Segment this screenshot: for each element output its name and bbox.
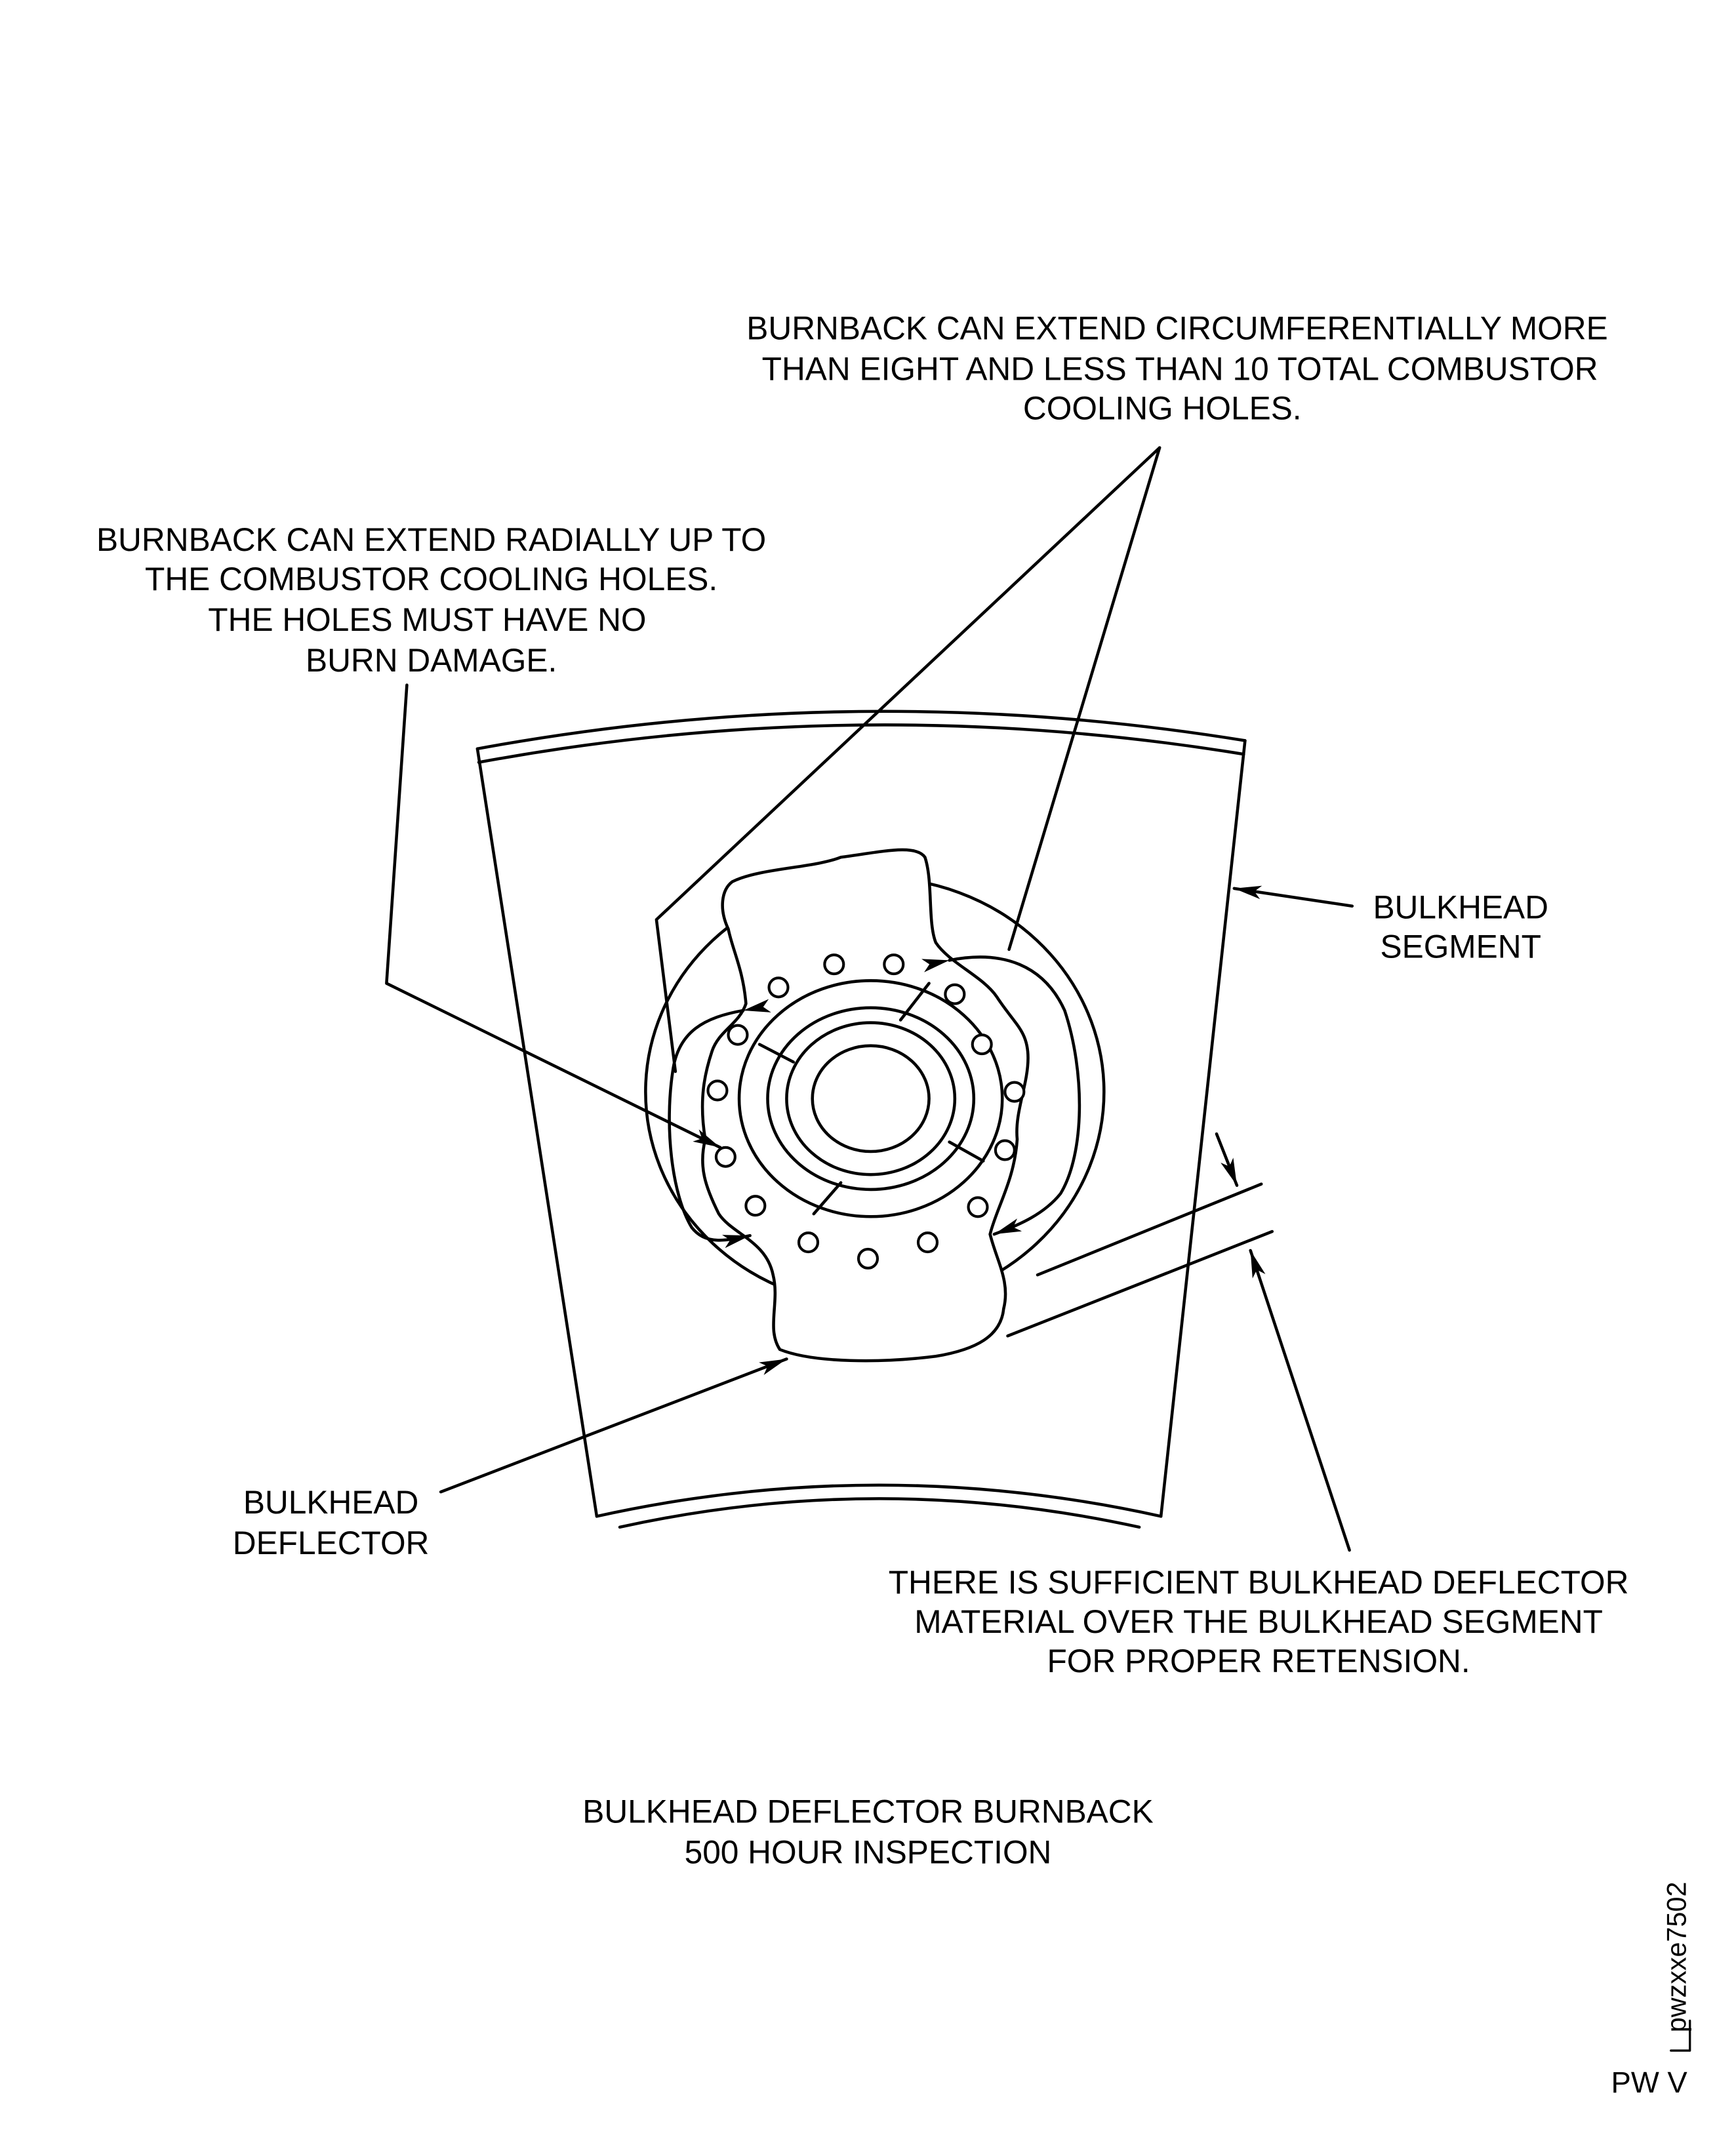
label-line: FOR PROPER RETENSION. xyxy=(1047,1643,1470,1679)
label-line: BULKHEAD xyxy=(1373,889,1548,925)
burnback-area xyxy=(700,848,1030,1363)
label-line: THERE IS SUFFICIENT BULKHEAD DEFLECTOR xyxy=(889,1564,1629,1601)
radial-label: BURNBACK CAN EXTEND RADIALLY UP TO THE C… xyxy=(96,521,766,679)
bulkhead-deflector-label: BULKHEAD DEFLECTOR xyxy=(233,1484,430,1561)
circumferential-leader-left xyxy=(655,446,1161,1073)
bulkhead-segment xyxy=(475,710,1247,1529)
retention-label: THERE IS SUFFICIENT BULKHEAD DEFLECTOR M… xyxy=(889,1564,1629,1679)
label-line: THE HOLES MUST HAVE NO xyxy=(208,601,646,638)
radial-leader xyxy=(385,683,722,1150)
circumferential-label: BURNBACK CAN EXTEND CIRCUMFERENTIALLY MO… xyxy=(746,310,1607,426)
label-line: COOLING HOLES. xyxy=(1023,390,1302,426)
circumferential-leader-right xyxy=(1007,446,1161,951)
bulkhead-segment-label: BULKHEAD SEGMENT xyxy=(1373,889,1548,965)
label-line: BURN DAMAGE. xyxy=(306,642,557,679)
label-line: BURNBACK CAN EXTEND CIRCUMFERENTIALLY MO… xyxy=(746,310,1607,346)
footer-code: PW V xyxy=(1611,2066,1688,2099)
title-line: 500 HOUR INSPECTION xyxy=(685,1834,1052,1871)
label-line: MATERIAL OVER THE BULKHEAD SEGMENT xyxy=(914,1603,1603,1640)
right-extent-arrow xyxy=(921,955,1081,1236)
title-line: BULKHEAD DEFLECTOR BURNBACK xyxy=(582,1793,1153,1830)
retention-dim-line-2 xyxy=(1006,1230,1274,1338)
retention-leader xyxy=(1249,1249,1351,1552)
label-line: DEFLECTOR xyxy=(233,1525,430,1561)
figure-id: pwzxxe7502 xyxy=(1661,1881,1691,2032)
bulkhead-segment-leader xyxy=(1232,885,1354,908)
label-line: BULKHEAD xyxy=(243,1484,419,1521)
label-line: THE COMBUSTOR COOLING HOLES. xyxy=(145,561,717,597)
figure-id-bracket xyxy=(1670,2019,1691,2052)
retention-arrow-top xyxy=(1215,1132,1239,1187)
label-line: SEGMENT xyxy=(1381,928,1541,965)
label-line: THAN EIGHT AND LESS THAN 10 TOTAL COMBUS… xyxy=(762,350,1598,387)
bulkhead-deflector-leader xyxy=(439,1357,788,1494)
figure-title: BULKHEAD DEFLECTOR BURNBACK 500 HOUR INS… xyxy=(582,1793,1153,1871)
retention-dim-line-1 xyxy=(1036,1182,1263,1277)
left-extent-arrow xyxy=(668,999,771,1249)
label-line: BURNBACK CAN EXTEND RADIALLY UP TO xyxy=(96,521,766,558)
